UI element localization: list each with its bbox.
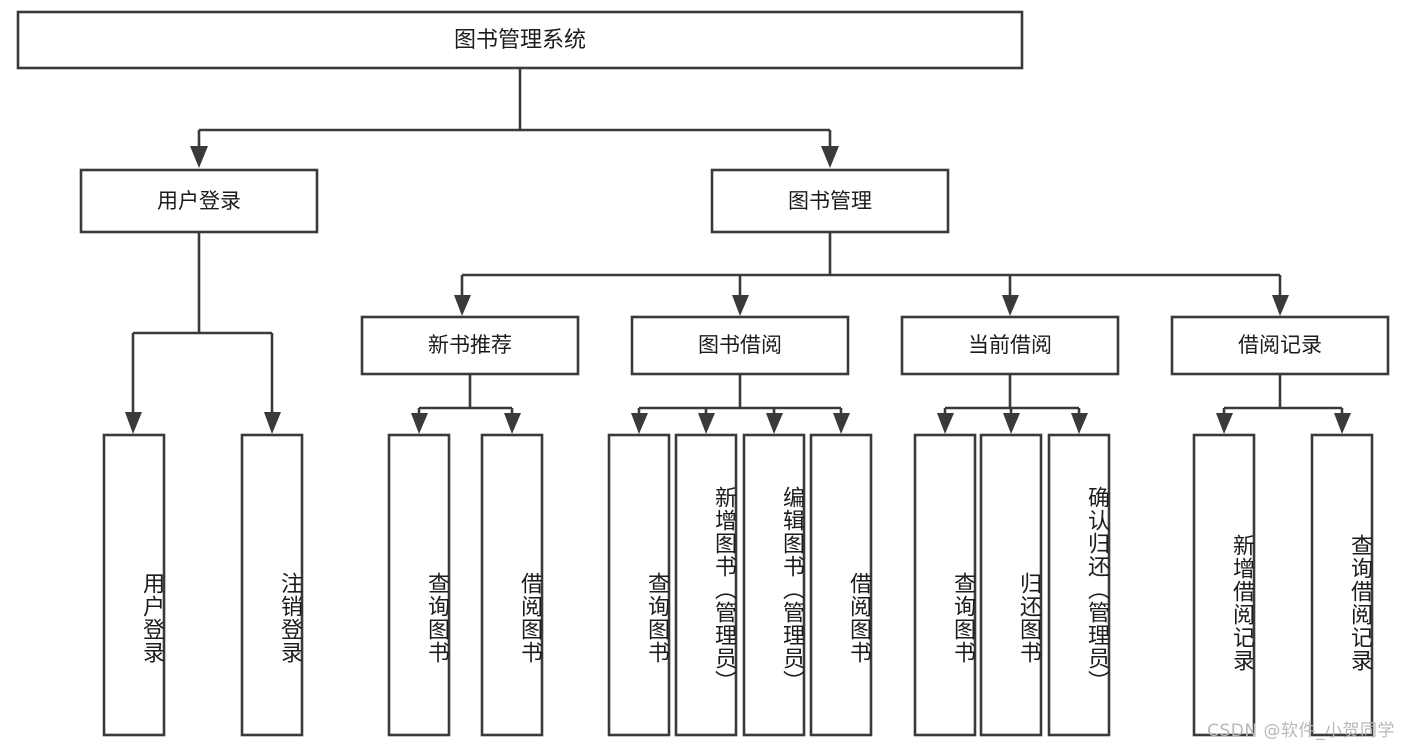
arrow-borrow-l2: [698, 413, 715, 434]
leaf-box-query-book-new[interactable]: [387, 433, 451, 737]
node-book-borrow[interactable]: 图书借阅: [630, 315, 850, 376]
arrow-newbook-l1: [411, 413, 428, 434]
connector-group-user-login: [125, 232, 281, 434]
arrow-record-l2: [1334, 413, 1351, 434]
leaf-box-query-book-borrow[interactable]: [607, 433, 671, 737]
node-book-borrow-box[interactable]: [630, 315, 850, 376]
node-new-book-recommend-box[interactable]: [360, 315, 580, 376]
arrow-borrow-l4: [833, 413, 850, 434]
connector-group-current-borrow: [937, 374, 1088, 434]
node-user-login-box[interactable]: [79, 168, 319, 234]
node-user-login[interactable]: 用户登录: [79, 168, 319, 234]
arrow-book-c2: [732, 295, 749, 316]
node-book-manage[interactable]: 图书管理: [710, 168, 950, 234]
arrow-borrow-l1: [631, 413, 648, 434]
node-root-label: 图书管理系统: [454, 28, 586, 53]
leaf-box-user-logout[interactable]: [240, 433, 304, 737]
connector-group-book-manage: [454, 232, 1289, 316]
node-book-borrow-label: 图书借阅: [698, 333, 782, 357]
arrow-borrow-l3: [766, 413, 783, 434]
leaf-box-query-book-cur[interactable]: [913, 433, 977, 737]
node-borrow-record-label: 借阅记录: [1238, 333, 1322, 357]
leaf-box-borrow-book-new[interactable]: [480, 433, 544, 737]
arrow-newbook-l2: [504, 413, 521, 434]
node-root[interactable]: 图书管理系统: [16, 10, 1024, 70]
leaf-box-return-book[interactable]: [979, 433, 1043, 737]
leaf-box-borrow-book[interactable]: [809, 433, 873, 737]
node-current-borrow-box[interactable]: [900, 315, 1120, 376]
arrow-book-c1: [454, 295, 471, 316]
arrow-user-leaf2: [264, 412, 281, 434]
node-current-borrow[interactable]: 当前借阅: [900, 315, 1120, 376]
node-borrow-record-box[interactable]: [1170, 315, 1390, 376]
leaf-box-confirm-return[interactable]: [1047, 433, 1111, 737]
arrow-book-c4: [1272, 295, 1289, 316]
leaf-box-query-record[interactable]: [1310, 433, 1374, 737]
leaf-box-edit-book-admin[interactable]: [742, 433, 806, 737]
leaf-boxes: [102, 433, 1374, 737]
leaf-box-add-record[interactable]: [1192, 433, 1256, 737]
node-current-borrow-label: 当前借阅: [968, 333, 1052, 357]
node-borrow-record[interactable]: 借阅记录: [1170, 315, 1390, 376]
connector-group-new-book: [411, 374, 521, 434]
connector-group-borrow-book: [631, 374, 850, 434]
arrow-book-c3: [1002, 295, 1019, 316]
connector-group-borrow-record: [1216, 374, 1351, 434]
node-user-login-label: 用户登录: [157, 189, 241, 213]
node-new-book-recommend-label: 新书推荐: [428, 333, 512, 357]
leaf-box-user-login[interactable]: [102, 433, 166, 737]
arrow-current-l1: [937, 413, 954, 434]
leaf-box-add-book-admin[interactable]: [674, 433, 738, 737]
arrow-root-to-book: [821, 146, 839, 168]
node-new-book-recommend[interactable]: 新书推荐: [360, 315, 580, 376]
node-root-box[interactable]: [16, 10, 1024, 70]
connector-group-root: [190, 68, 839, 168]
arrow-user-leaf1: [125, 412, 142, 434]
arrow-current-l3: [1071, 413, 1088, 434]
arrow-record-l1: [1216, 413, 1233, 434]
node-book-manage-box[interactable]: [710, 168, 950, 234]
arrow-root-to-user: [190, 146, 208, 168]
node-book-manage-label: 图书管理: [788, 189, 872, 213]
arrow-current-l2: [1003, 413, 1020, 434]
csdn-watermark: CSDN @软件_小贺同学: [1207, 721, 1395, 741]
